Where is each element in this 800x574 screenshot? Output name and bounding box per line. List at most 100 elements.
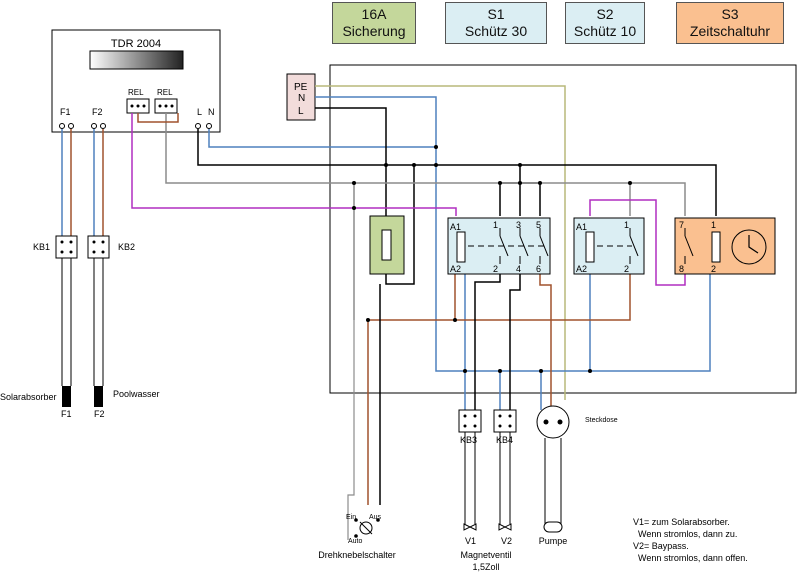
kb-pins [60,240,105,254]
socket-icon [536,405,570,439]
pump-plug [543,521,563,533]
switch-pin-auto [354,534,358,538]
wire-s1-out-4 [509,265,521,410]
header-fuse-label: Sicherung [342,23,406,39]
junction-box-kb2 [87,235,110,259]
junction-dots [352,145,632,373]
label-solarabsorber: Solarabsorber [0,392,57,402]
header-s2-id: S2 [596,6,614,22]
wire-neutral [315,96,711,372]
label-steckdose: Steckdose [585,417,618,424]
s2-contact [629,228,639,264]
s3-coil [711,231,721,263]
clock-hands [748,235,759,254]
tdr-terminal-rel1: REL [128,88,144,97]
switch-auto: Auto [348,538,363,545]
sensor-cable-kb1 [61,129,72,386]
header-contactor-s2: S2 Schütz 10 [565,2,645,44]
switch-ein: Ein [346,514,356,521]
label-pumpe: Pumpe [539,536,568,546]
fuse-element [381,229,392,261]
wire-rel-grey [165,113,686,216]
wire-pe [315,85,566,400]
label-v1: V1 [465,536,476,546]
s2-t2: 2 [624,264,629,274]
label-sensor-f2: F2 [94,409,105,419]
header-fuse-rating: 16A [361,6,387,22]
wire-s1-out-2 [474,265,501,410]
sensor-cable-kb2 [93,129,104,386]
junction-box-kb1 [55,235,78,259]
header-contactor-s1: S1 Schütz 30 [445,2,547,44]
s1-a2: A2 [450,264,461,274]
wire-phase-after-fuse [385,165,415,285]
tdr-terminal-f2: F2 [92,107,103,117]
tdr-display [89,50,184,70]
note-v1: V1= zum Solarabsorber. [633,517,730,527]
wire-rel-brown [137,113,179,123]
sensor-f1 [62,386,71,407]
tdr-terminal-l: L [197,107,202,117]
tdr-terminal-f1: F1 [60,107,71,117]
label-poolwasser: Poolwasser [113,389,160,399]
mains-terminal [286,73,316,121]
switch-pin-ein [354,518,358,522]
header-s3-id: S3 [721,6,739,22]
terminal-l: L [298,106,304,117]
label-drehknebelschalter: Drehknebelschalter [318,550,396,560]
s3-t7: 7 [679,220,684,230]
label-sensor-f1: F1 [61,409,72,419]
tdr-terminal-rel2: REL [157,88,173,97]
note-v2: V2= Baypass. [633,541,689,551]
wire-phase-main [315,107,387,216]
header-s2-label: Schütz 10 [573,23,637,39]
note-v2-detail: Wenn stromlos, dann offen. [638,553,748,563]
terminal-n: N [298,93,305,104]
s3-contact [684,228,694,264]
junction-box-kb3 [458,409,482,433]
s1-t5: 5 [536,220,541,230]
note-v1-detail: Wenn stromlos, dann zu. [638,529,737,539]
s1-contacts [499,228,549,264]
timer-s3 [674,217,776,275]
label-kb2: KB2 [118,242,135,252]
label-magnetventil: Magnetventil [460,550,511,560]
wire-rel-purple [131,113,457,216]
wire-switch-grey [347,320,355,540]
rel-pins [130,104,174,108]
wire-brown-return [367,265,631,505]
sensor-f2 [94,386,103,407]
s1-t1: 1 [493,220,498,230]
label-v2: V2 [501,536,512,546]
wire-timer-purple [589,199,686,286]
s1-t4: 4 [516,264,521,274]
wire-brown-pump [539,265,552,410]
tdr-title: TDR 2004 [111,38,161,50]
s1-a1: A1 [450,222,461,232]
socket-pin-right [557,419,563,425]
wire-phase-tdr [197,129,717,216]
header-fuse: 16A Sicherung [332,2,416,44]
label-valve-size: 1,5Zoll [472,562,499,572]
valve-icon [463,523,512,531]
header-s1-id: S1 [487,6,505,22]
tdr-terminal-n: N [208,107,215,117]
s1-t2: 2 [493,264,498,274]
junction-box-kb4 [493,409,517,433]
wire-neutral-tdr [208,129,436,148]
header-s1-label: Schütz 30 [464,23,528,39]
s2-a1: A1 [576,222,587,232]
valve-cables [464,432,511,524]
pump-cable [544,438,562,524]
s2-a2: A2 [576,264,587,274]
rotary-switch-lever [359,521,373,535]
s3-t8: 8 [679,264,684,274]
control-box-enclosure [329,64,797,394]
label-kb3: KB3 [460,435,477,445]
label-kb4: KB4 [496,435,513,445]
socket-pin-left [543,419,549,425]
label-kb1: KB1 [33,242,50,252]
switch-aus: Aus [369,514,382,521]
tdr-terminals [59,123,212,129]
